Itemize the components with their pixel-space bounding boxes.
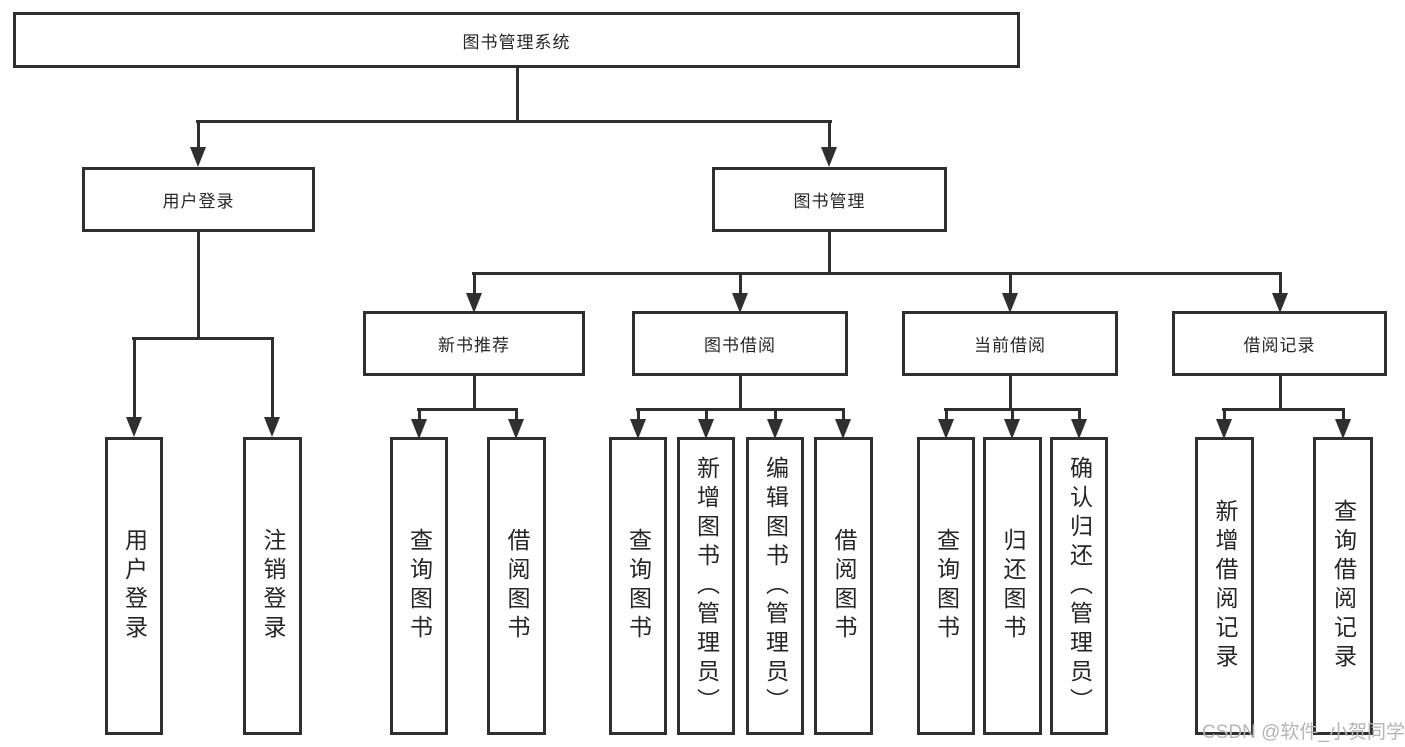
node-book-management-label: 图书管理 [793,192,866,211]
leaf-cb-confirm-return-admin: 确认归还（管理员） [1050,437,1108,735]
leaf-cb-query-book: 查询图书 [917,437,975,735]
connector-new-book-rail [417,408,518,411]
connector-arrow-current-borrow [1002,272,1018,313]
connector-book-borrow-rail [636,408,845,411]
node-current-borrow: 当前借阅 [902,311,1118,376]
node-user-login: 用户登录 [82,167,315,232]
leaf-nb-query-book: 查询图书 [390,437,448,735]
leaf-br-query-record-label: 查询借阅记录 [1330,499,1357,673]
connector-arrow-bb-query [630,408,646,439]
connector-arrow-cb-return [1004,408,1020,439]
node-new-book-recommend: 新书推荐 [363,311,585,376]
connector-arrow-nb-query [411,408,427,439]
connector-root-rail [196,120,832,123]
node-root-label: 图书管理系统 [462,32,571,52]
connector-arrow-leaf-user-login [126,337,142,437]
leaf-bb-add-book-admin-label: 新增图书（管理员） [693,455,720,717]
leaf-logout-label: 注销登录 [260,528,286,644]
leaf-br-add-record: 新增借阅记录 [1195,437,1254,735]
leaf-cb-return-book-label: 归还图书 [1000,528,1026,644]
leaf-bb-edit-book-admin-label: 编辑图书（管理员） [762,455,789,717]
leaf-bb-query-book-label: 查询图书 [625,528,652,644]
node-root: 图书管理系统 [13,12,1020,68]
leaf-bb-borrow-book-label: 借阅图书 [831,528,857,644]
connector-arrow-book-management [821,120,837,167]
connector-arrow-bb-borrow [835,408,851,439]
connector-arrow-nb-borrow [508,408,524,439]
connector-current-borrow-stem [1009,376,1012,408]
connector-book-management-rail [472,272,1282,275]
leaf-br-query-record: 查询借阅记录 [1313,437,1373,735]
connector-user-login-rail [132,337,274,340]
node-borrow-records-label: 借阅记录 [1243,336,1316,355]
connector-book-borrow-stem [739,376,742,408]
leaf-user-login: 用户登录 [105,437,163,735]
leaf-bb-add-book-admin: 新增图书（管理员） [677,437,735,735]
leaf-cb-query-book-label: 查询图书 [933,528,960,644]
connector-new-book-stem [473,376,476,408]
connector-arrow-bb-add [698,408,714,439]
connector-borrow-records-rail [1222,408,1345,411]
leaf-br-add-record-label: 新增借阅记录 [1212,499,1238,673]
node-book-management: 图书管理 [712,167,947,232]
connector-arrow-br-add [1216,408,1232,439]
connector-root-stem [516,68,519,120]
node-book-borrow-label: 图书借阅 [704,336,776,355]
leaf-cb-return-book: 归还图书 [983,437,1042,735]
csdn-watermark: CSDN @软件_小贺同学 [1202,722,1405,743]
leaf-nb-borrow-book-label: 借阅图书 [504,528,530,644]
connector-arrow-br-query [1335,408,1351,439]
leaf-user-login-label: 用户登录 [121,528,148,644]
connector-arrow-bb-edit [767,408,783,439]
connector-arrow-user-login [190,120,206,167]
node-current-borrow-label: 当前借阅 [974,336,1046,355]
connector-arrow-leaf-logout [264,337,280,437]
leaf-bb-query-book: 查询图书 [609,437,667,735]
node-borrow-records: 借阅记录 [1172,311,1387,376]
leaf-nb-borrow-book: 借阅图书 [487,437,546,735]
leaf-cb-confirm-return-admin-label: 确认归还（管理员） [1066,455,1093,717]
connector-book-management-stem [828,232,831,272]
leaf-logout: 注销登录 [243,437,302,735]
leaf-bb-edit-book-admin: 编辑图书（管理员） [746,437,804,735]
connector-arrow-new-book-recommend [466,272,482,313]
connector-user-login-stem [197,232,200,337]
connector-arrow-cb-query [938,408,954,439]
node-user-login-label: 用户登录 [162,192,235,211]
connector-arrow-cb-confirm [1071,408,1087,439]
node-new-book-recommend-label: 新书推荐 [438,336,510,355]
connector-borrow-records-stem [1279,376,1282,408]
leaf-bb-borrow-book: 借阅图书 [814,437,873,735]
leaf-nb-query-book-label: 查询图书 [406,528,433,644]
connector-arrow-book-borrow [732,272,748,313]
connector-arrow-borrow-records [1272,272,1288,313]
node-book-borrow: 图书借阅 [632,311,848,376]
